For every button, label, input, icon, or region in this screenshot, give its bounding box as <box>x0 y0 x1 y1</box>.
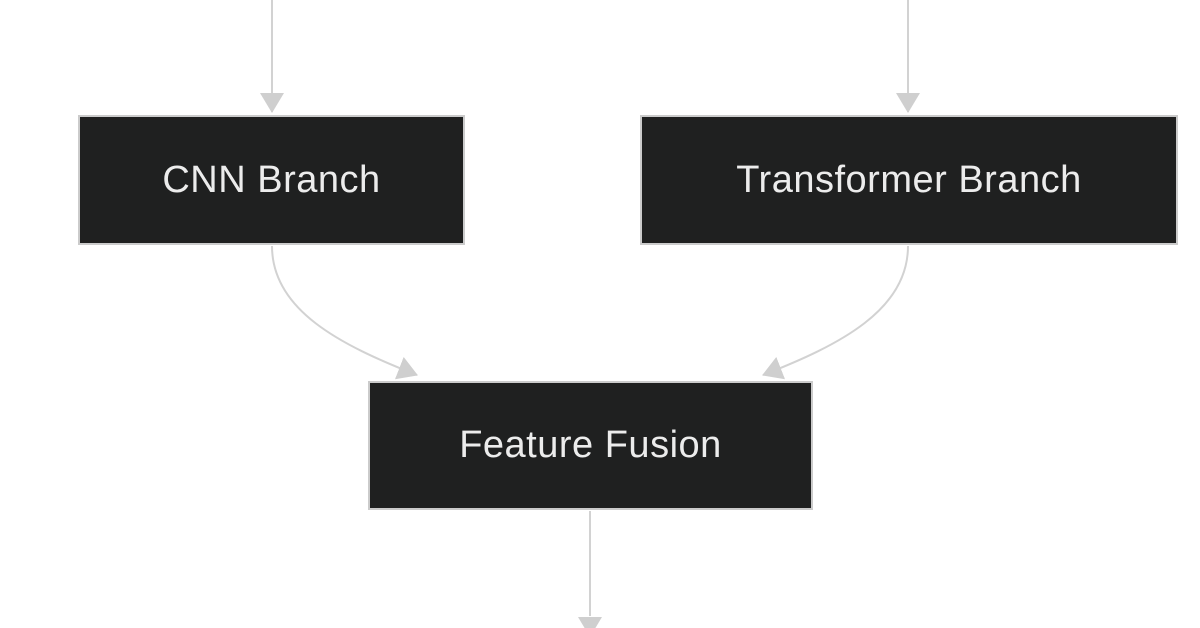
node-feature-fusion-label: Feature Fusion <box>459 424 722 466</box>
node-cnn-branch[interactable]: CNN Branch <box>78 115 465 245</box>
node-transformer-branch[interactable]: Transformer Branch <box>640 115 1178 245</box>
edge-transformer-to-fusion <box>762 245 909 380</box>
node-feature-fusion[interactable]: Feature Fusion <box>368 381 813 510</box>
edge-cnn-to-fusion <box>271 245 418 380</box>
edge-fusion-output-arrowhead-icon <box>578 617 602 628</box>
node-cnn-branch-label: CNN Branch <box>162 158 381 201</box>
node-transformer-branch-label: Transformer Branch <box>736 158 1082 201</box>
